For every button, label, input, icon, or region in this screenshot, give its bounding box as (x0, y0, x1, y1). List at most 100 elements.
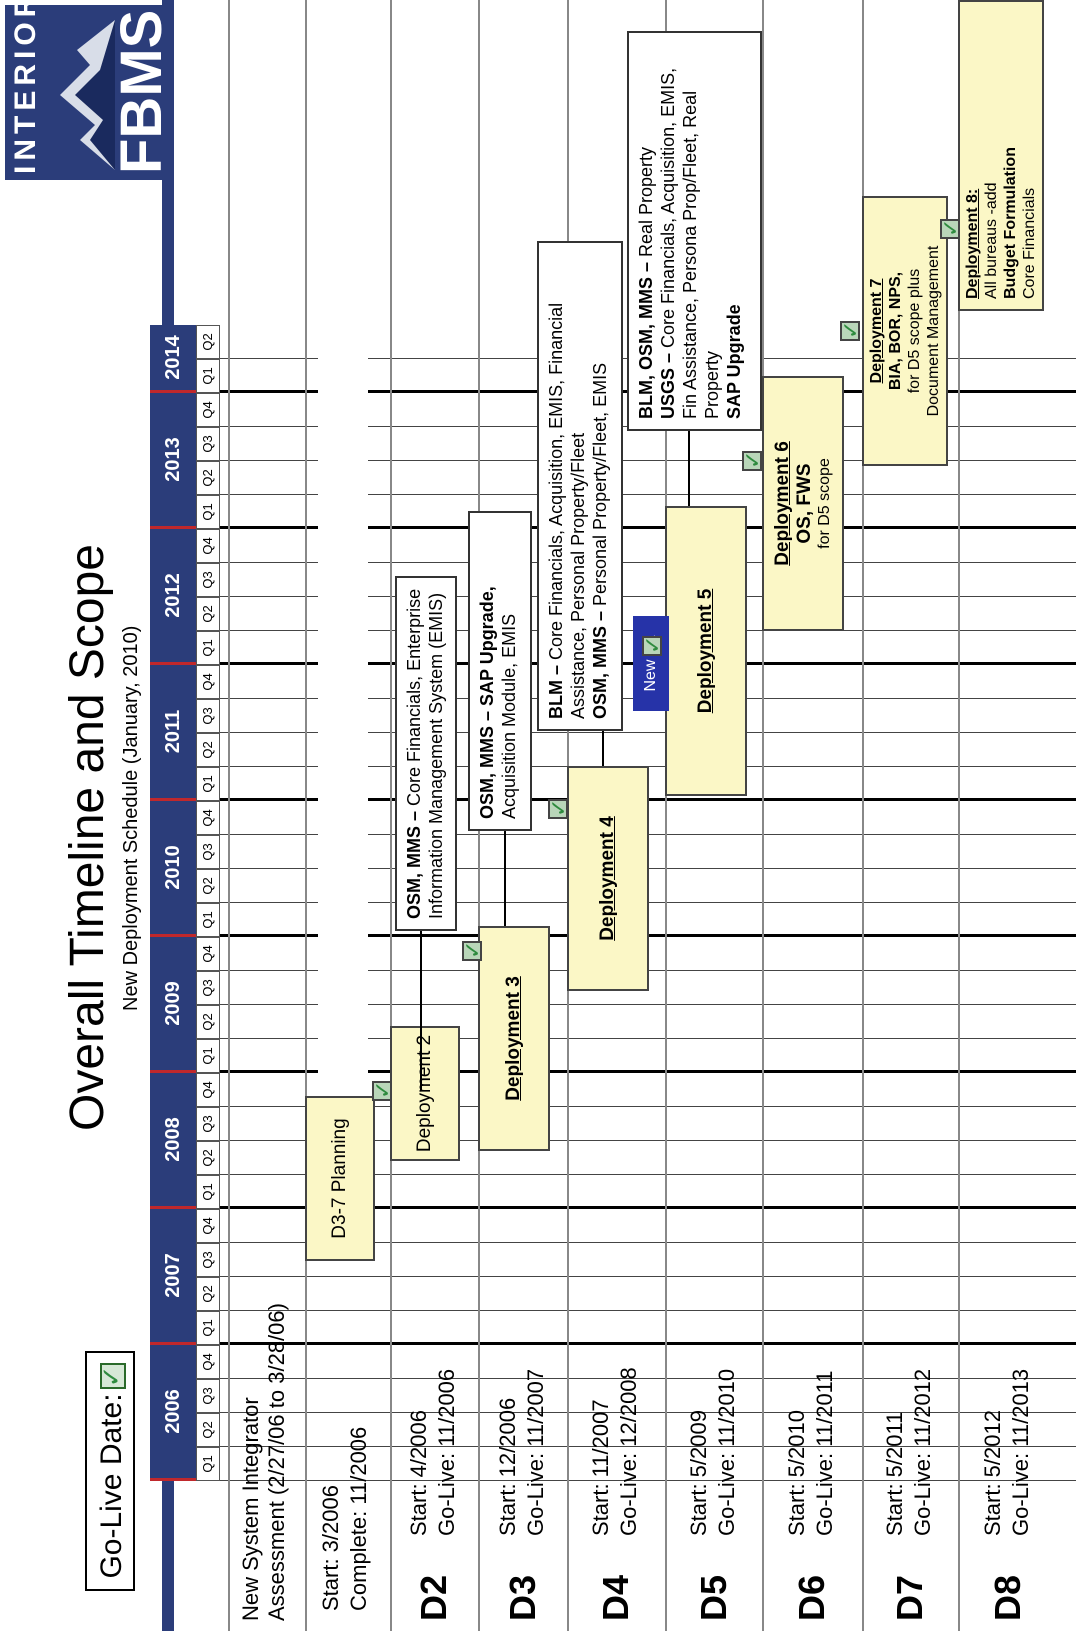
year-header: 2012 (150, 529, 196, 665)
row-start: Start: 3/2006 (318, 1485, 343, 1611)
deployment-6-bar: Deployment 6 OS, FWS for D5 scope (762, 376, 844, 631)
year-header: 2014 (150, 325, 196, 393)
deployment-2-label: Deployment 2 (414, 1034, 435, 1153)
callout-d5: BLM, OSM, MMS – Real Property USGS – Cor… (627, 31, 762, 431)
row-end: Go-Live: 11/2013 (1008, 1368, 1033, 1536)
quarter-header: Q1 (196, 359, 220, 393)
row-end: Go-Live: 11/2011 (812, 1370, 837, 1536)
deployment-2-bar: Deployment 2 (390, 1026, 460, 1161)
deployment-4-label: Deployment 4 (597, 816, 618, 941)
quarter-header: Q1 (196, 1447, 220, 1481)
row-start: Start: 5/2009 (686, 1410, 711, 1536)
callout-d5-text1: Real Property (636, 146, 656, 262)
quarter-header: Q2 (196, 1413, 220, 1447)
callout-d2: OSM, MMS – Core Financials, Enterprise I… (395, 576, 457, 931)
deployment-8-bar: Deployment 8: All bureaus -add Budget Fo… (958, 0, 1044, 311)
check-icon: ✓ (640, 635, 665, 656)
row-start: Start: 5/2010 (784, 1410, 809, 1536)
quarter-header: Q3 (196, 1107, 220, 1141)
arrow-d5 (688, 431, 690, 506)
quarter-header: Q2 (196, 1005, 220, 1039)
page-subtitle: New Deployment Schedule (January, 2010) (120, 625, 142, 1011)
go-live-legend: Go-Live Date: ✓ (85, 1351, 135, 1591)
quarter-header: Q3 (196, 699, 220, 733)
planning-label: D3-7 Planning (329, 1118, 350, 1239)
quarter-header: Q4 (196, 1345, 220, 1379)
quarter-header: Q4 (196, 393, 220, 427)
row-end: Go-Live: 11/2007 (523, 1368, 548, 1536)
quarter-header: Q4 (196, 1073, 220, 1107)
row-name: D5 (693, 1574, 734, 1621)
row-separator (390, 0, 392, 1631)
quarter-header: Q2 (196, 733, 220, 767)
callout-d3-bold: OSM, MMS – SAP Upgrade, (477, 586, 497, 819)
quarter-header: Q2 (196, 1141, 220, 1175)
check-icon: ✓ (370, 1080, 395, 1101)
year-header: 2007 (150, 1209, 196, 1345)
check-icon: ✓ (838, 320, 863, 341)
callout-d3-text: Acquisition Module, EMIS (499, 613, 519, 819)
quarter-header: Q2 (196, 869, 220, 903)
year-header: 2006 (150, 1345, 196, 1481)
quarter-header: Q4 (196, 665, 220, 699)
deployment-5-label: Deployment 5 (695, 588, 716, 714)
quarter-header: Q1 (196, 1175, 220, 1209)
row-end: Go-Live: 11/2006 (433, 1368, 459, 1536)
check-icon: ✓ (96, 1363, 127, 1390)
quarter-header: Q1 (196, 495, 220, 529)
quarter-header: Q2 (196, 1277, 220, 1311)
deployment-7-bar: Deployment 7 BIA, BOR, NPS, for D5 scope… (862, 196, 948, 466)
deployment-8-line2: All bureaus -add (983, 182, 1000, 299)
grid-line (220, 1310, 1076, 1311)
go-live-label: Go-Live Date: (95, 1393, 128, 1579)
quarter-header: Q4 (196, 1209, 220, 1243)
year-header: 2009 (150, 937, 196, 1073)
row-heading-line1: New System Integrator (238, 1397, 263, 1621)
arrow-d4 (602, 731, 604, 766)
deployment-6-line3: for D5 scope (816, 458, 833, 549)
quarter-header: Q2 (196, 597, 220, 631)
check-icon: ✓ (460, 940, 485, 961)
deployment-4-bar: Deployment 4 (567, 766, 649, 991)
row-separator (228, 0, 230, 1631)
deployment-8-line4: Core Financials (1021, 187, 1038, 299)
callout-d5-bold2: USGS – (658, 352, 678, 419)
row-name: D4 (595, 1574, 636, 1621)
deployment-7-line3: for D5 scope plus (906, 268, 923, 394)
quarter-header: Q3 (196, 1243, 220, 1277)
grid-line (220, 1412, 1076, 1413)
quarter-header: Q3 (196, 835, 220, 869)
logo-bottom-text: FBMS (109, 9, 165, 174)
quarter-header: Q1 (196, 903, 220, 937)
check-icon: ✓ (740, 450, 765, 471)
year-header: 2011 (150, 665, 196, 801)
check-icon: ✓ (546, 798, 571, 819)
row-separator (762, 0, 764, 1631)
row-start: Start: 5/2012 (980, 1410, 1005, 1536)
quarter-header: Q2 (196, 461, 220, 495)
row-end: Go-Live: 11/2012 (910, 1368, 935, 1536)
quarter-header: Q3 (196, 1379, 220, 1413)
quarter-header: Q4 (196, 937, 220, 971)
deployment-8-line3: Budget Formulation (1002, 147, 1019, 299)
row-heading-line2: Assessment (2/27/06 to 3/28/06) (264, 1303, 289, 1621)
deployment-5-bar: Deployment 5 (665, 506, 747, 796)
quarter-header: Q3 (196, 971, 220, 1005)
callout-d2-bold: OSM, MMS – (404, 810, 424, 919)
page-title: Overall Timeline and Scope (61, 544, 114, 1131)
mountain-icon (60, 20, 115, 170)
row-start: Start: 11/2007 (588, 1399, 613, 1536)
deployment-3-label: Deployment 3 (503, 976, 524, 1101)
year-header: 2010 (150, 801, 196, 937)
deployment-8-label: Deployment 8: (964, 188, 981, 299)
grid-line (220, 1378, 1076, 1379)
